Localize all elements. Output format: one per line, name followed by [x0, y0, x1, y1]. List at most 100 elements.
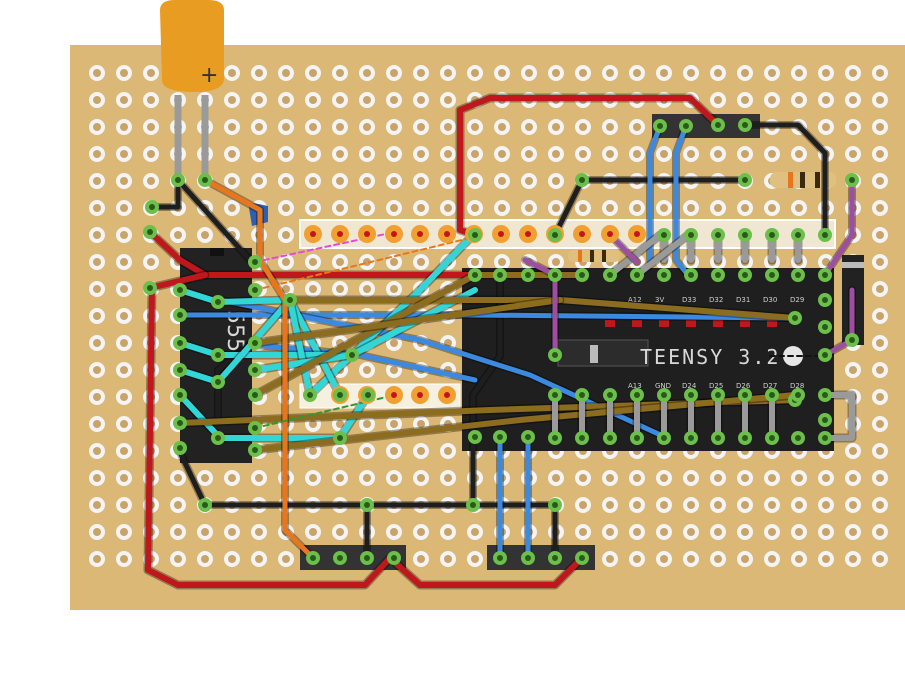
smd-pad: [632, 320, 642, 327]
board-hole: [197, 524, 213, 540]
board-hole: [872, 335, 888, 351]
solder-pad: [603, 431, 617, 445]
board-hole: [440, 119, 456, 135]
board-hole: [737, 497, 753, 513]
board-hole: [683, 551, 699, 567]
board-hole: [305, 65, 321, 81]
solder-pad: [248, 336, 262, 350]
solder-pad: [818, 413, 832, 427]
board-hole: [359, 173, 375, 189]
board-hole: [89, 389, 105, 405]
board-hole: [602, 146, 618, 162]
board-hole: [440, 200, 456, 216]
solder-pad: [765, 228, 779, 242]
board-hole: [656, 497, 672, 513]
header-pin: [573, 225, 591, 243]
board-hole: [629, 497, 645, 513]
header-pin: [438, 386, 456, 404]
solder-pad: [548, 551, 562, 565]
header-pin: [331, 225, 349, 243]
board-hole: [872, 92, 888, 108]
board-hole: [602, 470, 618, 486]
board-hole: [89, 173, 105, 189]
board-hole: [494, 254, 510, 270]
board-hole: [845, 92, 861, 108]
solder-pad: [173, 388, 187, 402]
board-hole: [332, 470, 348, 486]
solder-pad: [818, 348, 832, 362]
board-hole: [332, 65, 348, 81]
board-hole: [656, 551, 672, 567]
board-hole: [413, 146, 429, 162]
blue-wire: [673, 123, 691, 278]
board-hole: [116, 119, 132, 135]
header-pin: [601, 225, 619, 243]
solder-pad: [738, 173, 752, 187]
solder-pad: [198, 173, 212, 187]
solder-pad: [791, 431, 805, 445]
board-hole: [332, 146, 348, 162]
board-hole: [764, 146, 780, 162]
solder-pad: [211, 295, 225, 309]
board-hole: [89, 254, 105, 270]
board-hole: [413, 173, 429, 189]
board-hole: [116, 497, 132, 513]
solder-pad: [333, 431, 347, 445]
board-hole: [440, 173, 456, 189]
solder-pad: [791, 228, 805, 242]
board-hole: [413, 65, 429, 81]
solder-pad: [711, 388, 725, 402]
board-hole: [116, 470, 132, 486]
solder-pad: [575, 388, 589, 402]
board-hole: [278, 200, 294, 216]
gray-wire: [634, 232, 691, 278]
solder-pad: [468, 430, 482, 444]
board-hole: [89, 524, 105, 540]
board-hole: [197, 227, 213, 243]
board-hole: [440, 146, 456, 162]
board-hole: [872, 470, 888, 486]
board-hole: [710, 65, 726, 81]
board-hole: [89, 362, 105, 378]
board-hole: [332, 119, 348, 135]
solder-pad: [765, 431, 779, 445]
board-hole: [386, 470, 402, 486]
wires: [143, 93, 857, 590]
board-hole: [494, 119, 510, 135]
board-hole: [386, 443, 402, 459]
board-hole: [764, 200, 780, 216]
board-hole: [737, 551, 753, 567]
smd-pad: [659, 320, 669, 327]
board-hole: [710, 92, 726, 108]
board-hole: [656, 65, 672, 81]
board-hole: [656, 524, 672, 540]
board-hole: [224, 119, 240, 135]
board-hole: [116, 146, 132, 162]
board-hole: [656, 470, 672, 486]
board-hole: [737, 65, 753, 81]
board-hole: [305, 173, 321, 189]
board-hole: [710, 551, 726, 567]
solder-pad: [653, 119, 667, 133]
board-hole: [89, 308, 105, 324]
board-hole: [872, 119, 888, 135]
board-hole: [467, 254, 483, 270]
board-hole: [602, 65, 618, 81]
board-hole: [305, 281, 321, 297]
solder-pad: [211, 431, 225, 445]
black-wire: [742, 122, 828, 238]
board-hole: [251, 65, 267, 81]
board-hole: [764, 551, 780, 567]
blue-wire: [647, 123, 663, 263]
board-hole: [791, 146, 807, 162]
board-hole: [521, 200, 537, 216]
pin-label: A13: [628, 382, 642, 390]
solder-pad: [791, 268, 805, 282]
board-hole: [305, 146, 321, 162]
pin-label: D26: [736, 382, 751, 390]
capacitor-polarity: +: [200, 63, 218, 88]
board-hole: [170, 524, 186, 540]
board-hole: [116, 281, 132, 297]
solder-pad: [711, 228, 725, 242]
board-hole: [332, 281, 348, 297]
